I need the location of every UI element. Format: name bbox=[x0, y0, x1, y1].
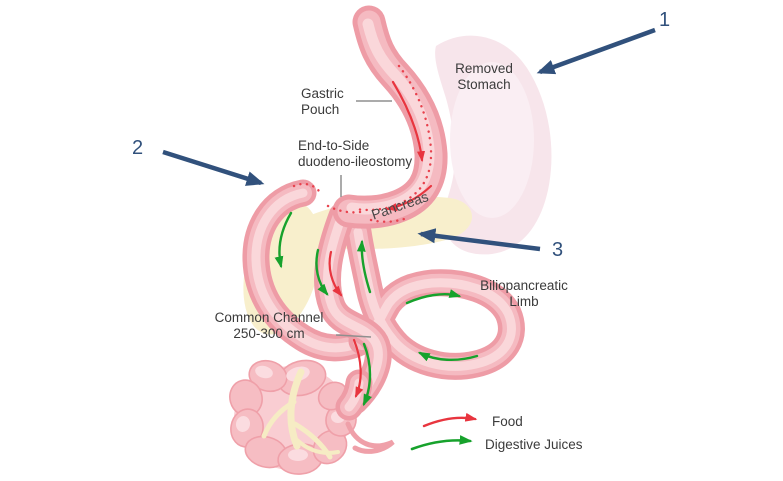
appendix-shape bbox=[345, 421, 395, 454]
callout-arrow-3 bbox=[417, 228, 541, 252]
pointer-common-channel bbox=[335, 334, 372, 338]
staple-line-dots bbox=[292, 64, 433, 223]
legend-juices-arrow-icon bbox=[410, 435, 473, 451]
callout-number-3: 3 bbox=[552, 239, 564, 261]
ileal-loop-tube bbox=[344, 218, 525, 380]
callout-arrows bbox=[162, 27, 656, 252]
juice-flow-arrows bbox=[274, 211, 479, 407]
legend-arrows bbox=[410, 412, 478, 451]
juice-arrow-ascent bbox=[356, 239, 372, 294]
label-pointer-lines bbox=[335, 100, 392, 338]
juice-arrow-loop-bottom bbox=[417, 351, 479, 362]
food-arrow-sleeve bbox=[391, 80, 426, 163]
juice-arrow-loop-top bbox=[405, 289, 462, 305]
label-gastric-pouch: Gastric Pouch bbox=[301, 86, 344, 118]
callout-arrow-2 bbox=[162, 149, 265, 186]
legend-food-label: Food bbox=[492, 414, 523, 429]
label-common-channel: Common Channel 250-300 cm bbox=[214, 310, 324, 342]
callout-number-1: 1 bbox=[659, 9, 671, 31]
biliopancreatic-limb-tube bbox=[242, 179, 376, 362]
colon-shape bbox=[229, 359, 395, 475]
removed-stomach-shape bbox=[435, 35, 552, 255]
legend-digestive-juices-label: Digestive Juices bbox=[485, 437, 583, 452]
label-anastomosis: End-to-Side duodeno-ileostomy bbox=[298, 138, 413, 170]
colon-mesentery bbox=[261, 368, 340, 460]
juice-arrow-channel-upper bbox=[315, 248, 329, 296]
gastric-sleeve-tube bbox=[332, 5, 448, 229]
food-arrow-channel-lower bbox=[352, 338, 364, 399]
callout-arrow-1 bbox=[536, 27, 656, 75]
label-biliopancreatic-limb: Biliopancreatic Limb bbox=[480, 278, 568, 310]
legend-food-arrow-icon bbox=[422, 412, 478, 428]
food-arrow-channel-upper bbox=[328, 250, 343, 297]
food-arrow-duodenum bbox=[385, 184, 433, 212]
callout-number-2: 2 bbox=[132, 137, 144, 159]
food-flow-arrows bbox=[328, 80, 433, 399]
juice-arrow-channel-lower bbox=[362, 342, 372, 407]
label-removed-stomach: Removed Stomach bbox=[455, 61, 513, 93]
juice-arrow-stump bbox=[274, 211, 293, 269]
